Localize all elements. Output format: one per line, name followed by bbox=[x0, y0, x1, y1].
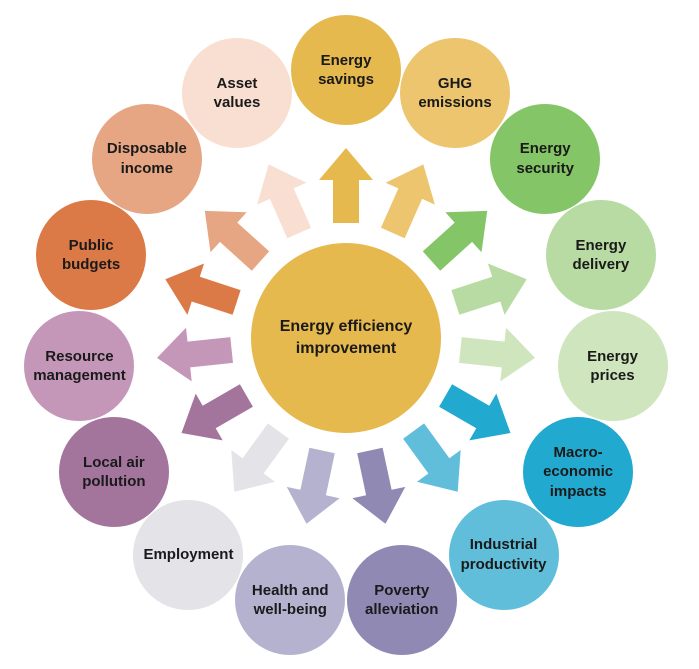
benefit-circle: GHG emissions bbox=[400, 38, 510, 149]
arrow-12 bbox=[165, 263, 241, 315]
arrow-0 bbox=[319, 148, 373, 223]
arrow-7 bbox=[352, 447, 406, 524]
benefit-label: Resource management bbox=[33, 347, 126, 385]
arrow-11 bbox=[157, 327, 233, 382]
benefit-circle: Energy prices bbox=[557, 311, 668, 421]
benefit-circle: Poverty alleviation bbox=[346, 545, 457, 656]
benefit-label: Employment bbox=[143, 546, 234, 564]
arrow-5 bbox=[439, 384, 511, 441]
benefit-label: Public budgets bbox=[61, 236, 121, 274]
benefit-circle: Macro- economic impacts bbox=[523, 417, 634, 527]
benefit-label: Disposable income bbox=[106, 140, 187, 177]
benefit-circle: Resource management bbox=[24, 311, 135, 421]
benefit-circle: Asset values bbox=[181, 38, 292, 149]
benefit-label: GHG emissions bbox=[418, 74, 492, 112]
benefit-label: Energy security bbox=[516, 140, 574, 177]
benefit-label: Macro- economic impacts bbox=[543, 443, 614, 500]
arrow-6 bbox=[403, 423, 461, 492]
arrow-2 bbox=[422, 210, 488, 271]
benefit-label: Industrial productivity bbox=[460, 536, 547, 573]
benefit-circle: Employment bbox=[133, 499, 244, 610]
arrow-8 bbox=[286, 447, 340, 524]
center-label: Energy efficiency improvement bbox=[279, 318, 413, 357]
arrow-4 bbox=[459, 327, 535, 382]
arrow-9 bbox=[231, 423, 289, 492]
benefit-label: Energy delivery bbox=[572, 236, 630, 274]
benefit-label: Health and well-being bbox=[251, 581, 329, 619]
benefit-label: Poverty alleviation bbox=[365, 581, 439, 619]
arrow-1 bbox=[380, 164, 435, 239]
benefit-circle: Energy delivery bbox=[545, 200, 656, 311]
benefit-circle: Local air pollution bbox=[58, 417, 169, 527]
benefit-circle: Public budgets bbox=[36, 200, 147, 311]
benefit-label: Local air pollution bbox=[82, 453, 146, 491]
benefit-label: Asset values bbox=[213, 74, 261, 112]
center-circle: Energy efficiency improvement bbox=[251, 243, 441, 433]
benefit-label: Energy prices bbox=[587, 347, 638, 385]
benefit-circle: Disposable income bbox=[91, 103, 202, 214]
benefit-label: Energy savings bbox=[318, 51, 374, 89]
arrow-3 bbox=[451, 263, 527, 315]
benefit-circle: Health and well-being bbox=[235, 545, 346, 656]
benefit-circle: Industrial productivity bbox=[448, 499, 559, 610]
benefit-circle: Energy savings bbox=[291, 15, 401, 125]
arrow-14 bbox=[257, 164, 312, 239]
arrow-10 bbox=[181, 384, 253, 441]
benefit-circle: Energy security bbox=[490, 103, 601, 214]
arrow-13 bbox=[204, 210, 270, 271]
